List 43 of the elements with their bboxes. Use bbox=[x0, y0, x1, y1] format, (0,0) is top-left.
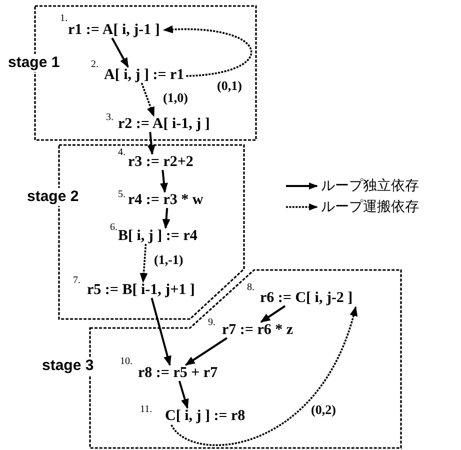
statement-text: r6 := C[ i, j-2 ] bbox=[260, 290, 353, 306]
arrow bbox=[160, 170, 168, 193]
legend-label: ループ独立依存 bbox=[321, 178, 419, 194]
dotted-arrow bbox=[140, 244, 148, 283]
statement-text: r8 := r5 + r7 bbox=[138, 365, 218, 381]
legend-label: ループ運搬依存 bbox=[321, 199, 419, 215]
dotted-arrow bbox=[162, 26, 252, 77]
statement-number: 10. bbox=[120, 357, 132, 367]
statement-text: r5 := B[ i-1, j+1 ] bbox=[87, 282, 195, 298]
arrow bbox=[162, 208, 170, 229]
stage-label: stage 1 bbox=[8, 54, 60, 72]
statement-number: 3. bbox=[106, 113, 114, 123]
statement-text: r7 := r6 * z bbox=[222, 322, 294, 338]
statement-number: 9. bbox=[208, 318, 216, 328]
statement-number: 5. bbox=[118, 190, 126, 200]
arrow bbox=[147, 132, 156, 155]
statement-number: 7. bbox=[73, 276, 80, 286]
statement-text: B[ i, j ] := r4 bbox=[118, 228, 198, 244]
statement-text: C[ i, j ] := r8 bbox=[165, 408, 246, 424]
edge-label: (1,0) bbox=[162, 91, 189, 105]
statement-number: 8. bbox=[247, 283, 254, 293]
arrow bbox=[150, 298, 172, 366]
edge-label: (1,-1) bbox=[153, 253, 184, 267]
statement-number: 6. bbox=[110, 223, 118, 233]
statement-text: r1 := A[ i, j-1 ] bbox=[68, 22, 160, 38]
statement-number: 11. bbox=[140, 405, 152, 415]
arrow bbox=[184, 337, 228, 366]
stage-label: stage 3 bbox=[42, 357, 94, 375]
stage-label: stage 2 bbox=[27, 188, 79, 206]
statement-number: 2. bbox=[91, 60, 98, 70]
arrow bbox=[111, 38, 129, 68]
statement-number: 1. bbox=[60, 14, 68, 24]
dotted-arrow bbox=[170, 306, 357, 446]
edge-label: (0,1) bbox=[216, 79, 243, 93]
statement-number: 4. bbox=[118, 148, 126, 158]
statement-text: r4 := r3 * w bbox=[128, 192, 204, 208]
arrow bbox=[260, 305, 286, 323]
arrow bbox=[178, 380, 189, 409]
dotted-arrow bbox=[140, 82, 155, 117]
statement-text: r2 := A[ i-1, j ] bbox=[118, 116, 210, 132]
edge-label: (0,2) bbox=[310, 403, 337, 417]
statement-text: r3 := r2+2 bbox=[128, 154, 194, 170]
statement-text: A[ i, j ] := r1 bbox=[104, 67, 184, 83]
